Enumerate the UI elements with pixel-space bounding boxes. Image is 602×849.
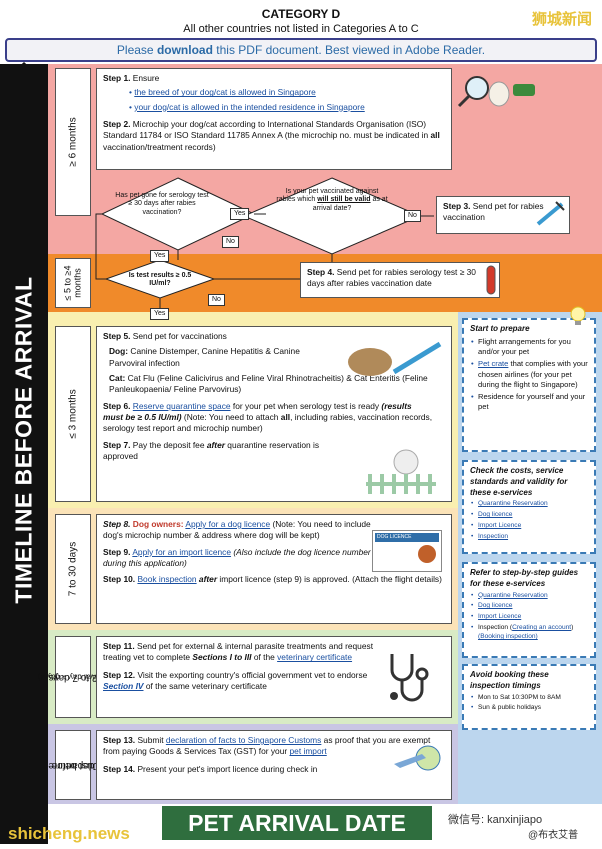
no-label-3: No (208, 294, 225, 306)
phase-7-30-days: 7 to 30 days (55, 514, 91, 624)
dog-photo-icon (418, 544, 436, 563)
decision-test-result: Is test results ≥ 0.5 IU/ml? (128, 272, 192, 288)
phase-2-7-days: 2 to 7 days(arrival day = day 1) (38, 636, 108, 718)
watermark-wechat: 微信号: kanxinjiapo (448, 814, 543, 826)
guide-quarantine-link[interactable]: Quarantine Reservation (478, 591, 548, 599)
guide-import-licence-link[interactable]: Import Licence (478, 613, 522, 621)
step11-12-box: Step 11. Send pet for external & interna… (96, 636, 452, 718)
decision-serology-done: Has pet gone for serology test ≥ 30 days… (115, 192, 209, 216)
no-label-1: No (222, 236, 239, 248)
step5-7-box: Step 5. Send pet for vaccinations Dog: C… (96, 326, 452, 502)
side-avoid-timings: Avoid booking these inspection timings M… (462, 664, 596, 730)
page-subtitle: All other countries not listed in Catego… (183, 23, 419, 35)
download-link[interactable]: download (156, 43, 213, 57)
timeline-arrow-head (0, 62, 48, 84)
step1-2-box: Step 1. Ensure • the breed of your dog/c… (96, 68, 452, 170)
yes-label-1: Yes (230, 208, 250, 220)
breed-allowed-link[interactable]: the breed of your dog/cat is allowed in … (134, 87, 316, 98)
watermark-shicheng: shicheng.news (8, 824, 130, 843)
watermark-top: 狮城新闻 (531, 11, 592, 28)
guide-booking-inspection-link[interactable]: (Booking inspection) (478, 633, 538, 641)
residence-allowed-link[interactable]: your dog/cat is allowed in the intended … (134, 101, 365, 112)
airplane-globe-icon (394, 745, 441, 771)
no-label-2: No (404, 210, 421, 222)
side-step-guides: Refer to step-by-step guides for these e… (462, 562, 596, 658)
lightbulb-icon (570, 306, 586, 325)
e-inspection-link[interactable]: Inspection (478, 533, 509, 541)
e-import-licence-link[interactable]: Import Licence (478, 522, 522, 530)
side-start-prepare: Start to prepare Flight arrangements for… (462, 318, 596, 452)
step13-14-box: Step 13. Submit declaration of facts to … (96, 730, 452, 800)
phase-6-months: ≥ 6 months (55, 68, 91, 216)
watermark-author: @布衣艾普 (528, 830, 579, 841)
dog-licence-link[interactable]: Apply for a dog licence (185, 519, 271, 529)
phase-3-months: ≤ 3 months (55, 326, 91, 502)
decision-rabies-valid: Is your pet vaccinated against rabies wh… (276, 188, 388, 212)
cat-fence-icon (366, 449, 436, 494)
test-tube-icon (486, 265, 496, 295)
download-notice[interactable]: Please download this PDF document. Best … (5, 38, 597, 62)
e-dog-licence-link[interactable]: Dog licence (478, 511, 513, 519)
timeline-label: TIMELINE BEFORE ARRIVAL (10, 276, 37, 604)
phase-4-5-months: ≤ 5 to ≥4 months (55, 258, 91, 308)
dog-licence-card: DOG LICENCE (372, 530, 442, 572)
yes-label-3: Yes (150, 308, 170, 320)
section-iv-link[interactable]: Section IV (103, 681, 144, 692)
customs-declaration-link[interactable]: declaration of facts to Singapore Custom… (165, 735, 322, 745)
page-title: CATEGORY D (261, 7, 341, 21)
pet-crate-link[interactable]: Pet crate (478, 359, 509, 369)
book-inspection-link[interactable]: Book inspection (137, 574, 197, 585)
guide-create-account-link[interactable]: Creating an account (512, 624, 572, 632)
yes-label-2: Yes (150, 250, 170, 262)
stethoscope-icon (390, 654, 429, 702)
side-check-costs: Check the costs, service standards and v… (462, 460, 596, 554)
pet-arrival-date-banner: PET ARRIVAL DATE (162, 806, 432, 840)
import-licence-link[interactable]: Apply for an import licence (132, 546, 232, 557)
pet-import-link[interactable]: pet import (289, 746, 327, 757)
reserve-quarantine-link[interactable]: Reserve quarantine space (132, 400, 231, 411)
dog-cat-syringe-icon (348, 341, 442, 376)
dog-magnifier-icon (457, 76, 535, 108)
guide-dog-licence-link[interactable]: Dog licence (478, 602, 513, 610)
notice-pre: Please (116, 43, 157, 57)
syringe-icon (536, 201, 565, 226)
step4-box: Step 4. Send pet for rabies serology tes… (300, 262, 500, 298)
notice-post: this PDF document. Best viewed in Adobe … (212, 43, 486, 57)
decision-flow (95, 177, 434, 310)
vet-certificate-link[interactable]: veterinary certificate (277, 652, 353, 663)
timeline-arrow (0, 64, 48, 844)
e-quarantine-reservation-link[interactable]: Quarantine Reservation (478, 500, 548, 508)
